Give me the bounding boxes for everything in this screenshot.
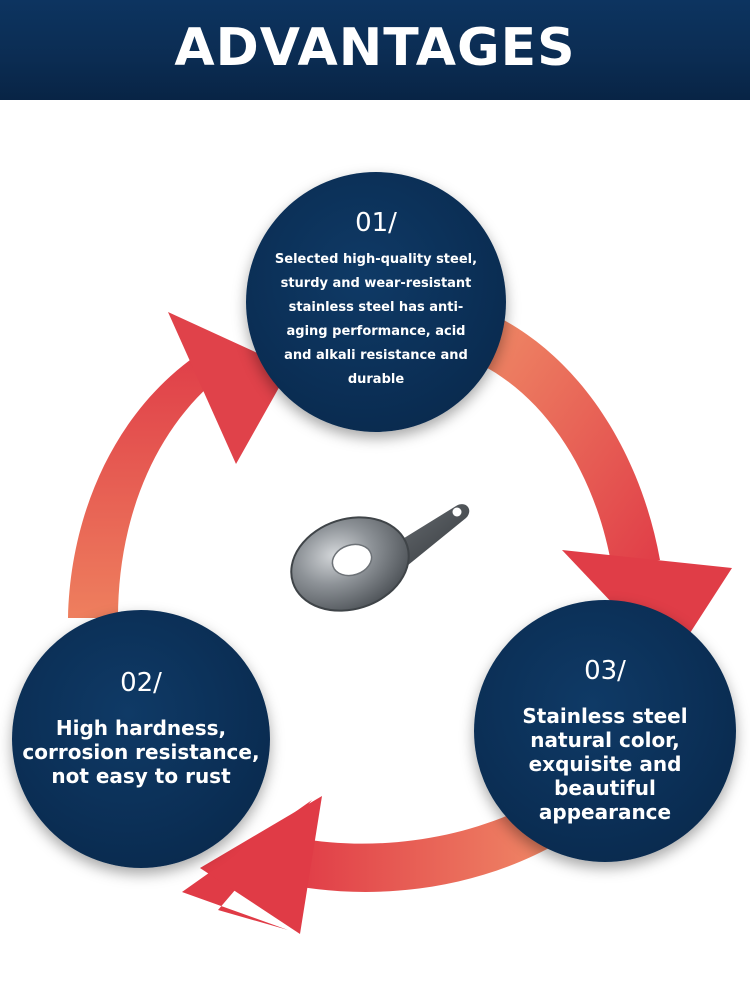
header-banner: ADVANTAGES xyxy=(0,0,750,100)
step-description: Stainless steel natural color, exquisite… xyxy=(522,704,688,824)
step-number: 01/ xyxy=(355,208,397,238)
step-description: High hardness, corrosion resistance, not… xyxy=(22,716,260,788)
arrow-left-arc xyxy=(68,312,290,618)
advantage-step-2: 02/ High hardness, corrosion resistance,… xyxy=(12,610,270,868)
advantage-step-1: 01/ Selected high-quality steel, sturdy … xyxy=(246,172,506,432)
step-number: 02/ xyxy=(120,668,162,698)
arrow-bottom-arc xyxy=(182,796,560,934)
step-number: 03/ xyxy=(584,656,626,686)
page-title: ADVANTAGES xyxy=(174,18,576,78)
advantage-step-3: 03/ Stainless steel natural color, exqui… xyxy=(474,600,736,862)
step-description: Selected high-quality steel, sturdy and … xyxy=(274,252,478,387)
orifice-plate-image xyxy=(290,504,470,612)
